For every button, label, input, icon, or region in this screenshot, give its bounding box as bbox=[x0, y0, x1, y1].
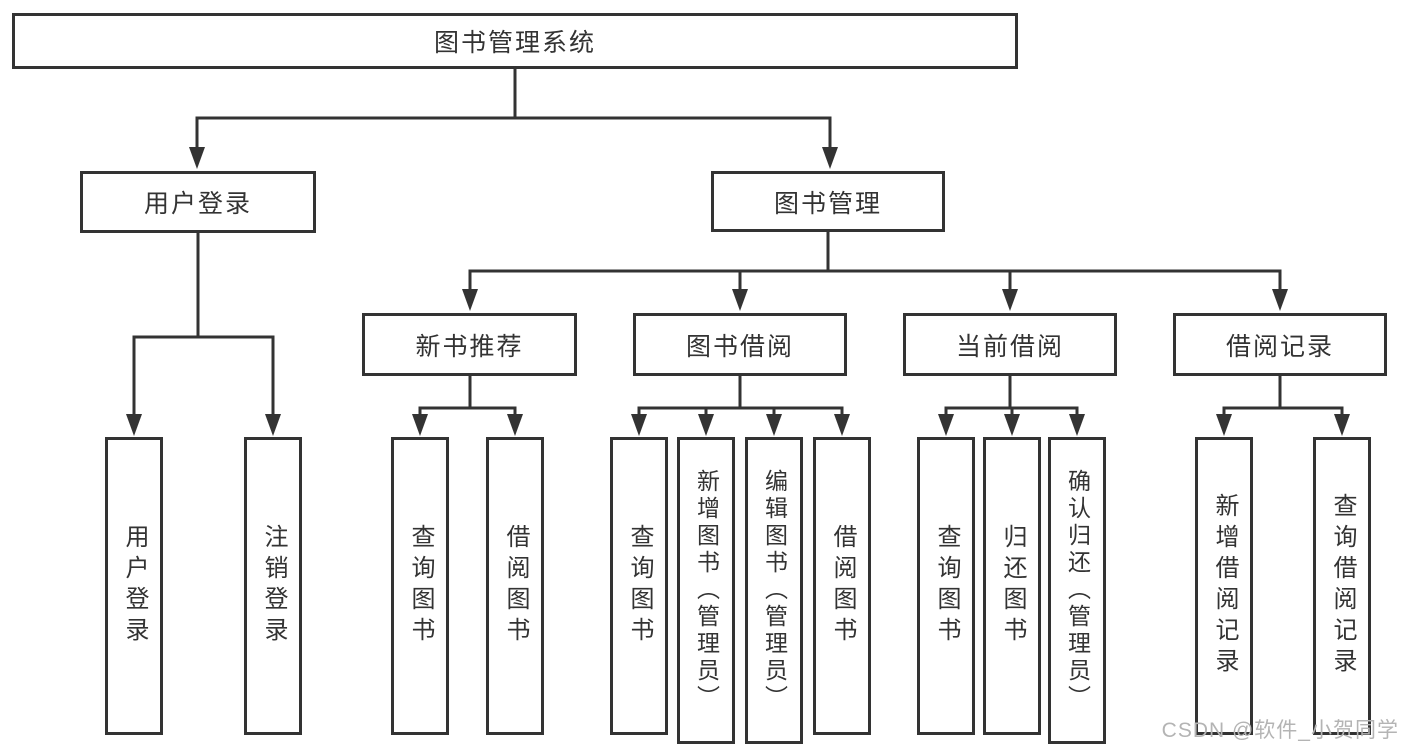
leaf-label: 归还图书 bbox=[999, 524, 1026, 648]
leaf-label: 注销登录 bbox=[260, 524, 287, 648]
leaf-edit-book-admin: 编辑图书（管理员） bbox=[745, 437, 803, 744]
leaf-query-books-recommend: 查询图书 bbox=[391, 437, 449, 735]
leaf-label: 查询图书 bbox=[626, 524, 653, 648]
leaf-query-books-current: 查询图书 bbox=[917, 437, 975, 735]
leaf-logout: 注销登录 bbox=[244, 437, 302, 735]
leaf-label: 查询图书 bbox=[933, 524, 960, 648]
leaf-add-borrow-record: 新增借阅记录 bbox=[1195, 437, 1253, 735]
leaf-confirm-return-admin: 确认归还（管理员） bbox=[1048, 437, 1106, 744]
leaf-label: 确认归还（管理员） bbox=[1064, 469, 1091, 712]
leaf-query-books-borrow: 查询图书 bbox=[610, 437, 668, 735]
node-library-management-system: 图书管理系统 bbox=[12, 13, 1018, 69]
csdn-watermark: CSDN @软件_小贺同学 bbox=[1161, 719, 1399, 742]
leaf-label: 新增图书（管理员） bbox=[693, 469, 720, 712]
node-book-management: 图书管理 bbox=[711, 171, 945, 232]
leaf-return-book: 归还图书 bbox=[983, 437, 1041, 735]
node-book-borrow: 图书借阅 bbox=[633, 313, 847, 376]
leaf-add-book-admin: 新增图书（管理员） bbox=[677, 437, 735, 744]
leaf-borrow-books: 借阅图书 bbox=[813, 437, 871, 735]
arrowheads bbox=[126, 147, 1350, 436]
leaf-label: 查询图书 bbox=[407, 524, 434, 648]
node-current-borrow: 当前借阅 bbox=[903, 313, 1117, 376]
node-borrow-records: 借阅记录 bbox=[1173, 313, 1387, 376]
leaf-user-login: 用户登录 bbox=[105, 437, 163, 735]
node-user-login: 用户登录 bbox=[80, 171, 316, 233]
leaf-label: 借阅图书 bbox=[502, 524, 529, 648]
leaf-query-borrow-record: 查询借阅记录 bbox=[1313, 437, 1371, 735]
leaf-label: 编辑图书（管理员） bbox=[761, 469, 788, 712]
leaf-label: 查询借阅记录 bbox=[1329, 493, 1356, 679]
leaf-label: 用户登录 bbox=[121, 524, 148, 648]
leaf-borrow-books-recommend: 借阅图书 bbox=[486, 437, 544, 735]
leaf-label: 新增借阅记录 bbox=[1211, 493, 1238, 679]
leaf-label: 借阅图书 bbox=[829, 524, 856, 648]
node-new-book-recommend: 新书推荐 bbox=[362, 313, 577, 376]
